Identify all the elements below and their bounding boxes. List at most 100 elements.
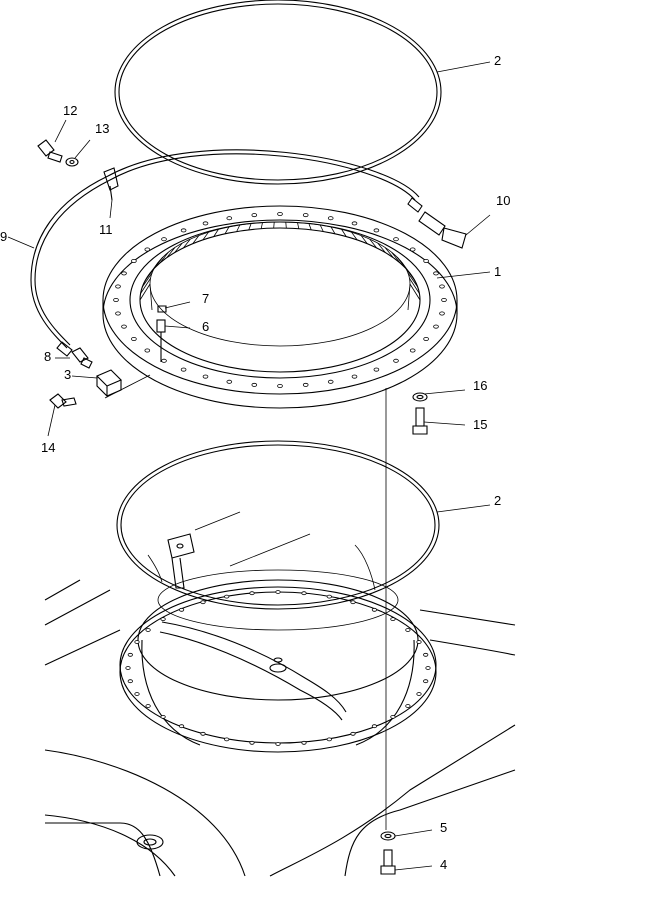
bolt-hole — [350, 600, 356, 605]
callout-9: 9 — [0, 229, 7, 244]
gear-tooth — [213, 229, 219, 237]
bolt-hole — [423, 679, 429, 684]
bolt-hole — [251, 213, 258, 218]
gear-tooth — [308, 223, 312, 230]
gear-tooth — [407, 272, 419, 288]
gear-tooth — [248, 223, 252, 230]
callout-2-top: 2 — [494, 53, 501, 68]
fitting-6 — [156, 319, 166, 362]
bolt-hole — [423, 652, 429, 657]
swing-bearing-ring — [102, 205, 458, 409]
gear-tooth — [273, 222, 275, 229]
bolt-hole — [161, 358, 167, 363]
bolt-hole — [125, 666, 131, 670]
bolt-hole — [115, 284, 121, 289]
bolt-hole — [160, 617, 166, 621]
bolt-hole — [326, 737, 332, 742]
bolt-12 — [37, 139, 63, 163]
gear-tooth — [153, 256, 164, 270]
bolt-hole — [121, 324, 127, 329]
bolt-hole — [351, 374, 358, 379]
callout-7: 7 — [202, 291, 209, 306]
gear-tooth — [360, 235, 368, 244]
bolt-hole — [423, 258, 429, 263]
bolt-hole — [327, 379, 334, 384]
bolt-hole — [144, 348, 151, 353]
seal-ring-bottom — [116, 440, 440, 610]
gear-tooth — [351, 232, 358, 241]
gear-tooth — [140, 278, 151, 294]
bolt-hole — [433, 271, 439, 276]
bolt-hole — [179, 724, 185, 729]
callout-6: 6 — [202, 319, 209, 334]
callout-11: 11 — [99, 222, 113, 237]
bolt-hole — [131, 258, 137, 263]
bolt-hole — [277, 383, 283, 388]
bolt-hole — [393, 237, 399, 242]
bolt-hole — [373, 228, 380, 233]
bolt-hole — [179, 607, 185, 612]
bolt-hole — [275, 590, 281, 594]
bolt-hole — [441, 297, 447, 302]
block-3 — [96, 369, 151, 399]
bolt-hole — [226, 379, 233, 384]
bolt-hole — [200, 600, 206, 605]
washer-5 — [380, 831, 396, 841]
bolt-hole — [390, 715, 396, 719]
bolt-hole — [251, 382, 258, 387]
callout-13: 13 — [95, 121, 109, 136]
gear-tooth — [202, 232, 209, 241]
gear-tooth — [166, 247, 176, 258]
bolt-hole — [425, 666, 431, 670]
bolt-hole — [327, 216, 334, 221]
callout-5: 5 — [440, 820, 447, 835]
seal-ring-top — [114, 0, 442, 185]
gear-tooth — [141, 272, 153, 288]
bolt-hole — [202, 221, 209, 226]
bolt-hole — [127, 679, 133, 684]
bolt-hole — [131, 336, 137, 341]
bolt-hole — [301, 591, 307, 596]
bolt-hole — [275, 742, 281, 746]
bolt-hole — [144, 247, 151, 252]
gear-tooth — [330, 226, 336, 234]
bolt-hole — [423, 336, 429, 341]
bolt-hole — [226, 216, 233, 221]
callout-15: 15 — [473, 417, 487, 432]
bolt-hole — [180, 228, 187, 233]
bolt-hole — [416, 692, 422, 696]
bolt-hole — [224, 737, 230, 742]
callout-14: 14 — [41, 440, 55, 455]
callout-10: 10 — [496, 193, 510, 208]
callout-1: 1 — [494, 264, 501, 279]
bolt-hole — [433, 324, 439, 329]
bolt-hole — [161, 237, 167, 242]
callout-4: 4 — [440, 857, 447, 872]
callout-16: 16 — [473, 378, 487, 393]
callout-12: 12 — [63, 103, 77, 118]
callout-8: 8 — [44, 349, 51, 364]
grease-hose-assembly — [30, 149, 467, 357]
gear-tooth — [319, 224, 324, 232]
callout-2-bottom: 2 — [494, 493, 501, 508]
bolt-15 — [412, 407, 428, 435]
gear-tooth — [391, 251, 401, 264]
gear-tooth — [377, 242, 386, 253]
bolt-hole — [409, 247, 416, 252]
bolt-hole — [390, 617, 396, 621]
bolt-hole — [371, 607, 377, 612]
bolt-hole — [439, 311, 445, 316]
gear-tooth — [139, 283, 151, 301]
gear-tooth — [396, 256, 407, 270]
gear-tooth — [224, 226, 230, 234]
gear-tooth — [297, 222, 300, 229]
bolt-hole — [249, 740, 255, 745]
bolt-hole — [409, 348, 416, 353]
gear-tooth — [174, 242, 183, 253]
gear-tooth — [285, 222, 287, 229]
gear-tooth — [148, 261, 159, 275]
leader-lines — [7, 61, 491, 871]
bolt-hole — [134, 692, 140, 696]
bolt-hole — [277, 211, 283, 216]
